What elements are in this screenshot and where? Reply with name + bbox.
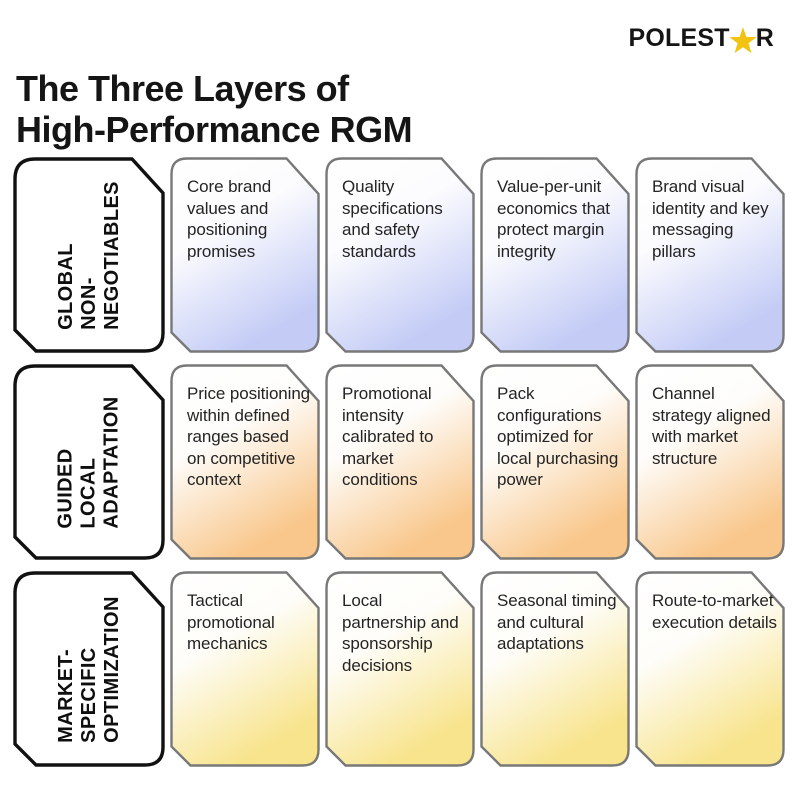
layer-row-global-non-negotiables: GLOBAL NON- NEGOTIABLES Core brand value… (13, 157, 785, 353)
card-value-per-unit-economics: Value-per-unit economics that protect ma… (480, 157, 630, 353)
layer-label-guided-local-adaptation: GUIDED LOCAL ADAPTATION (13, 364, 165, 560)
card-text: Local partnership and sponsorship decisi… (342, 591, 459, 675)
card-local-partnership: Local partnership and sponsorship decisi… (325, 571, 475, 767)
card-text: Value-per-unit economics that protect ma… (497, 177, 610, 261)
polestar-logo: POLEST R (628, 24, 774, 54)
card-tactical-promotional-mechanics: Tactical promotional mechanics (170, 571, 320, 767)
layer-label-market-specific-optimization: MARKET- SPECIFIC OPTIMIZATION (13, 571, 165, 767)
label-line: GLOBAL (54, 242, 77, 330)
card-frame (325, 571, 475, 767)
card-brand-visual-identity: Brand visual identity and key messaging … (635, 157, 785, 353)
label-line: LOCAL (77, 457, 100, 529)
label-line: NEGOTIABLES (100, 180, 123, 330)
card-channel-strategy: Channel strategy aligned with market str… (635, 364, 785, 560)
card-seasonal-timing: Seasonal timing and cultural adaptations (480, 571, 630, 767)
logo-text-prefix: POLEST (628, 24, 730, 52)
layer-row-market-specific-optimization: MARKET- SPECIFIC OPTIMIZATION Tactical p… (13, 571, 785, 767)
card-frame (325, 364, 475, 560)
card-price-positioning: Price positioning within defined ranges … (170, 364, 320, 560)
card-frame (635, 157, 785, 353)
card-frame (170, 571, 320, 767)
layer-label-text: GLOBAL NON- NEGOTIABLES (54, 181, 123, 330)
label-line: GUIDED (54, 447, 77, 529)
layer-label-global-non-negotiables: GLOBAL NON- NEGOTIABLES (13, 157, 165, 353)
card-frame (480, 157, 630, 353)
card-frame (480, 364, 630, 560)
layer-label-text: MARKET- SPECIFIC OPTIMIZATION (54, 596, 123, 743)
label-text-wrap: GLOBAL NON- NEGOTIABLES (13, 157, 165, 353)
card-text: Pack configurations optimized for local … (497, 384, 619, 489)
card-text: Tactical promotional mechanics (187, 591, 275, 653)
label-frame (13, 364, 165, 560)
label-line: NON- (77, 276, 100, 330)
page-title: The Three Layers of High-Performance RGM (16, 68, 413, 151)
card-frame (480, 571, 630, 767)
card-quality-specifications: Quality specifications and safety standa… (325, 157, 475, 353)
card-text: Brand visual identity and key messaging … (652, 177, 769, 261)
label-text-wrap: GUIDED LOCAL ADAPTATION (13, 364, 165, 560)
card-promotional-intensity: Promotional intensity calibrated to mark… (325, 364, 475, 560)
layer-label-text: GUIDED LOCAL ADAPTATION (54, 396, 123, 528)
card-pack-configurations: Pack configurations optimized for local … (480, 364, 630, 560)
card-text: Promotional intensity calibrated to mark… (342, 384, 434, 489)
star-icon (729, 27, 757, 54)
label-line: SPECIFIC (77, 646, 100, 743)
card-text: Price positioning within defined ranges … (187, 384, 311, 489)
logo-text-suffix: R (755, 24, 774, 52)
card-frame (635, 571, 785, 767)
label-line: ADAPTATION (100, 395, 123, 529)
label-line: OPTIMIZATION (100, 595, 123, 743)
label-frame (13, 157, 165, 353)
page-title-line1: The Three Layers of (16, 68, 349, 110)
card-route-to-market-execution: Route-to-market execution details (635, 571, 785, 767)
card-frame (170, 157, 320, 353)
card-frame (325, 157, 475, 353)
card-text: Quality specifications and safety standa… (342, 177, 443, 261)
card-frame (170, 364, 320, 560)
label-line: MARKET- (54, 648, 77, 743)
card-text: Seasonal timing and cultural adaptations (497, 591, 617, 653)
label-text-wrap: MARKET- SPECIFIC OPTIMIZATION (13, 571, 165, 767)
card-text: Route-to-market execution details (652, 591, 777, 632)
label-frame (13, 571, 165, 767)
layer-row-guided-local-adaptation: GUIDED LOCAL ADAPTATION Price positionin… (13, 364, 785, 560)
card-text: Channel strategy aligned with market str… (652, 384, 771, 468)
card-text: Core brand values and positioning promis… (187, 177, 272, 261)
card-frame (635, 364, 785, 560)
page-title-line2: High-Performance RGM (16, 109, 413, 151)
card-core-brand-values: Core brand values and positioning promis… (170, 157, 320, 353)
